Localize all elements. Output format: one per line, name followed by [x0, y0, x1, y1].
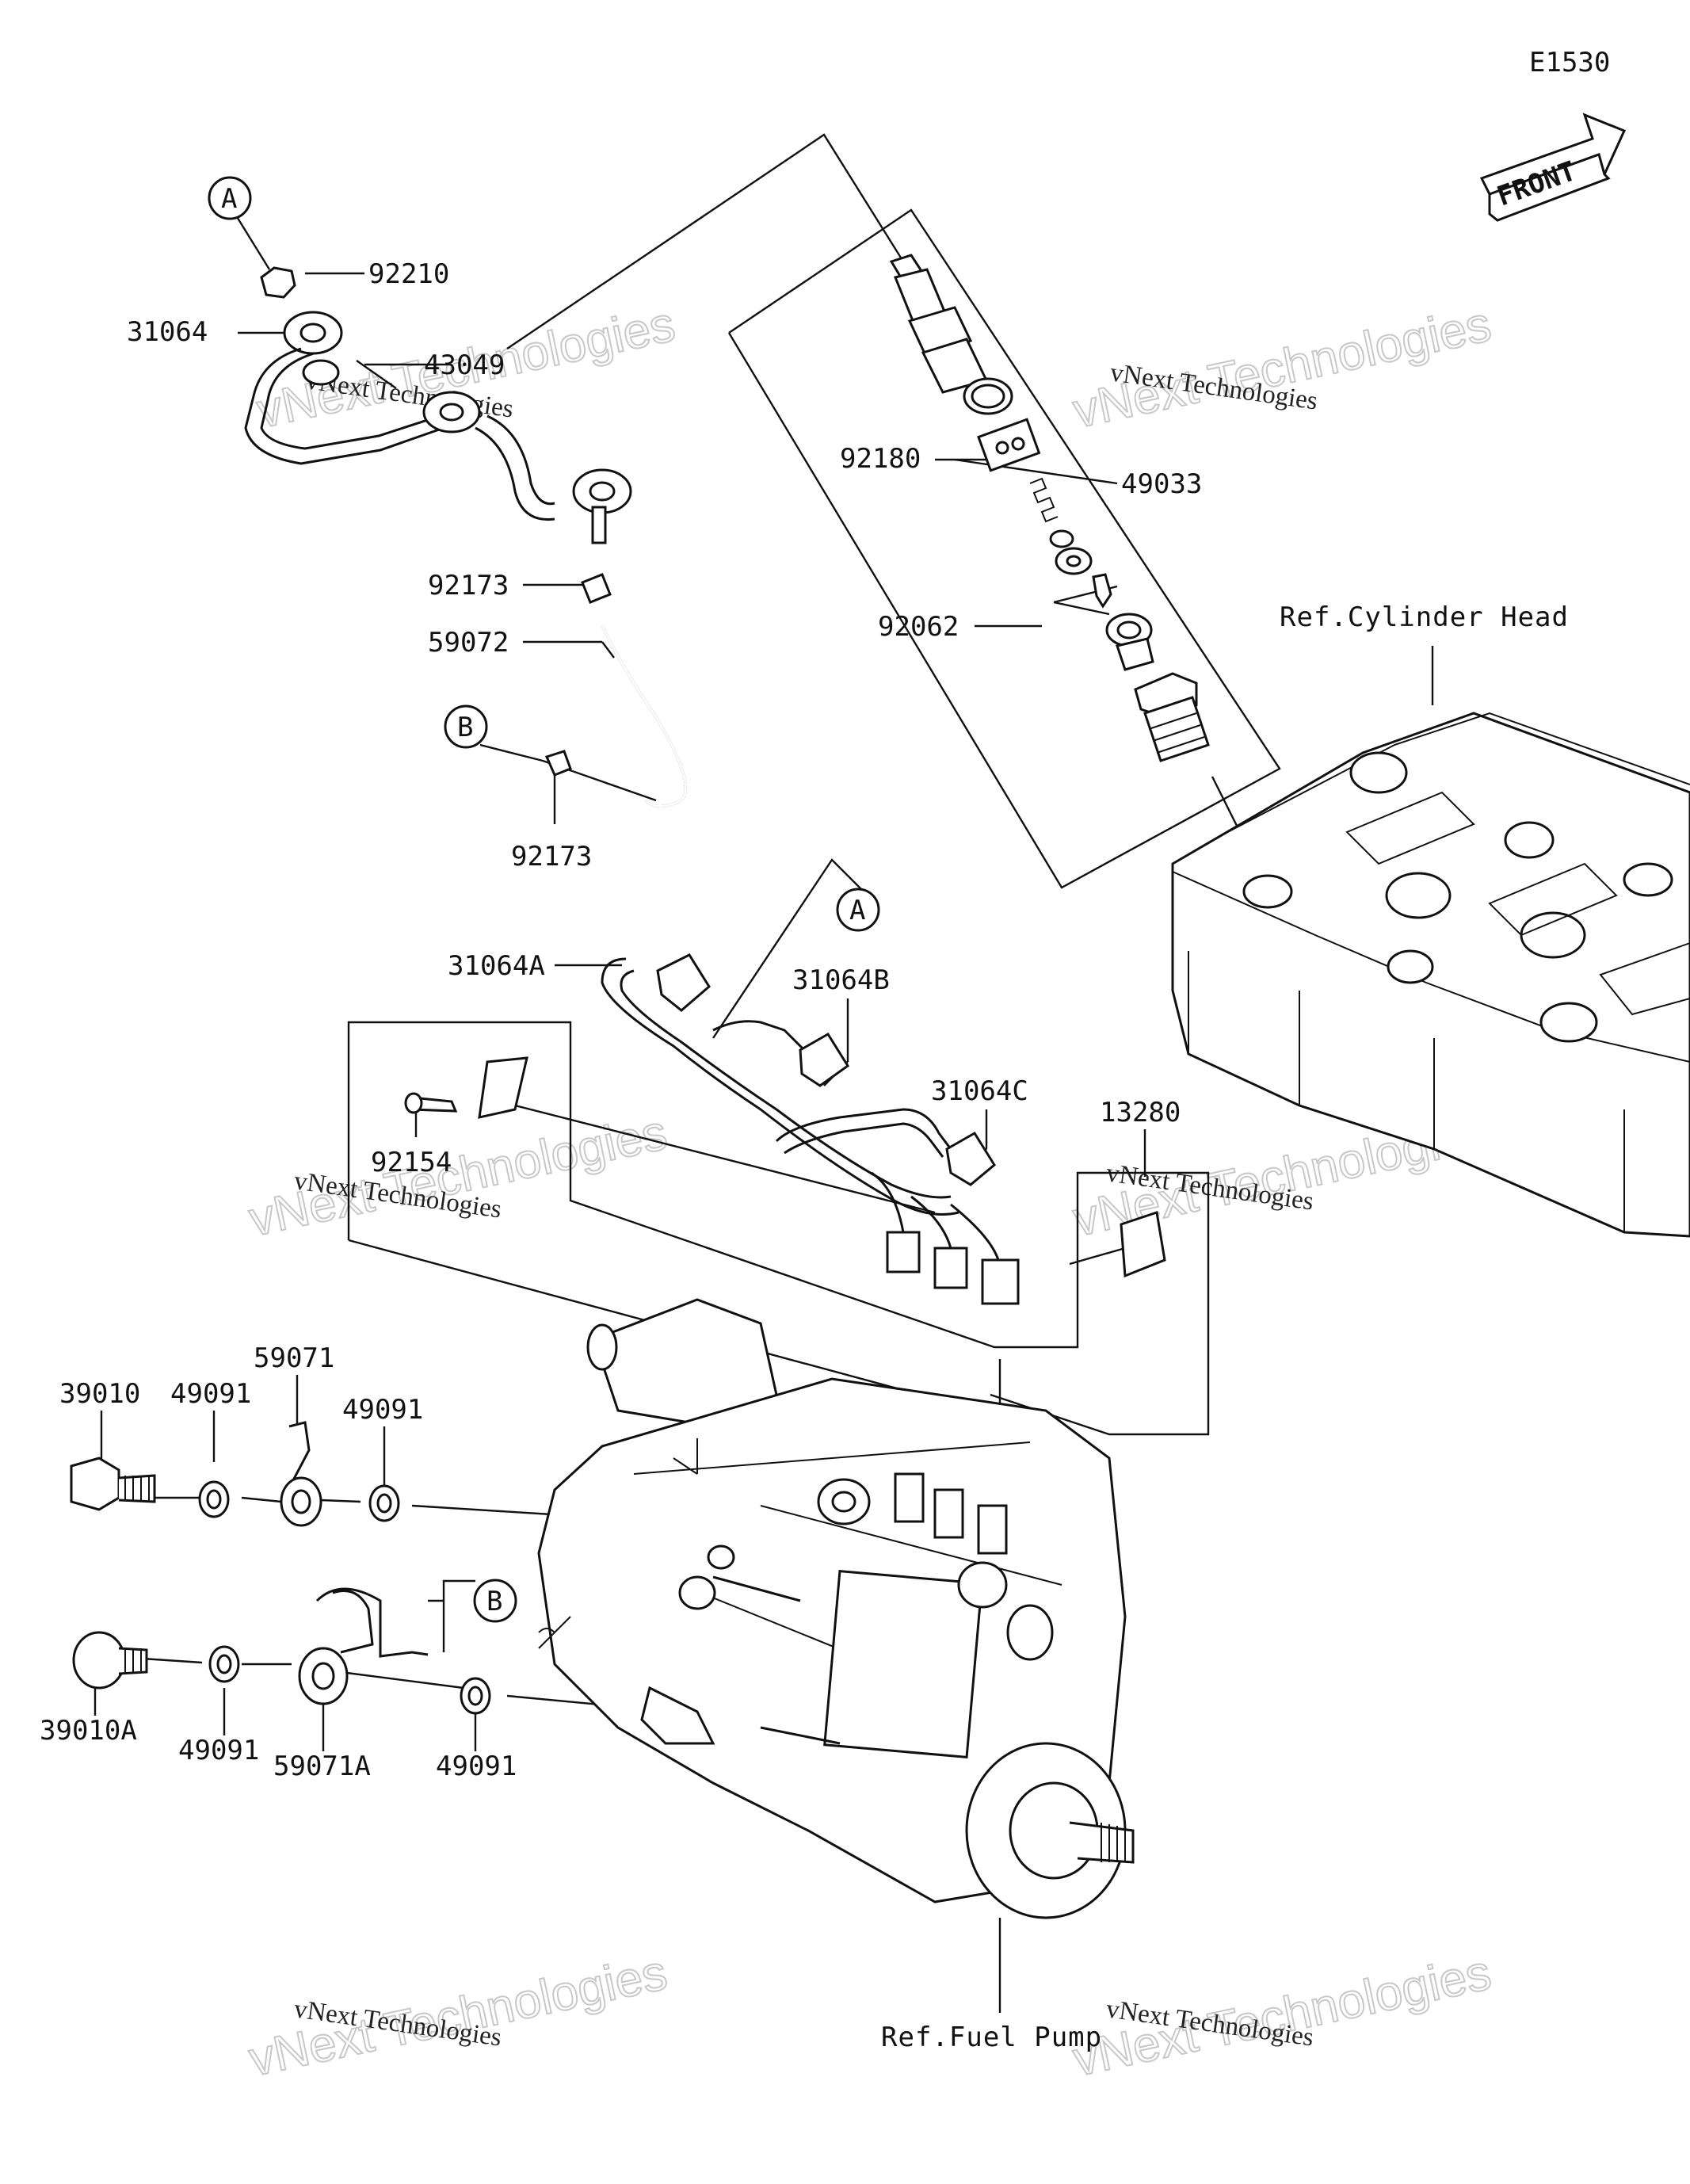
label-49091-2: 49091	[342, 1394, 423, 1426]
injection-pipes	[404, 953, 1166, 1305]
watermark-top-right: vNext Technologies vNext Technologies	[1068, 296, 1497, 440]
label-49033: 49033	[1121, 468, 1202, 500]
watermark-mid-left: vNext Technologies vNext Technologies	[244, 1105, 673, 1248]
bolt-39010a-icon	[72, 1631, 126, 1690]
return-pipe-assembly	[244, 266, 687, 808]
clip-92173-b-icon	[544, 750, 572, 777]
label-92173-b: 92173	[511, 841, 592, 872]
clip-92173-icon	[581, 573, 612, 604]
ref-cylinder-head: Ref.Cylinder Head	[1280, 601, 1569, 633]
label-49091-1: 49091	[170, 1378, 251, 1410]
label-92154: 92154	[371, 1147, 452, 1178]
ref-marker-label: A	[221, 183, 237, 215]
clamp-13280-icon	[1120, 1211, 1166, 1278]
label-59072: 59072	[428, 627, 509, 659]
injector-assembly	[889, 254, 1210, 762]
watermark-bottom-right: vNext Technologies vNext Technologies	[1068, 1945, 1497, 2088]
ref-marker-a-mid: A	[836, 888, 880, 932]
watermark-bottom-left: vNext Technologies vNext Technologies	[244, 1945, 673, 2088]
clamp-plate-icon	[478, 1056, 528, 1119]
ref-marker-label: A	[849, 895, 865, 926]
cylinder-head	[1171, 712, 1690, 1238]
spring-icon	[1029, 477, 1059, 523]
label-31064c: 31064C	[931, 1075, 1028, 1107]
diagram-code: E1530	[1529, 47, 1610, 78]
shim-pack-92180-icon	[977, 418, 1041, 472]
fuel-pump	[537, 1298, 1135, 1919]
label-59071: 59071	[254, 1342, 334, 1374]
ref-marker-b-low: B	[473, 1579, 517, 1623]
pipe-31064b-nut-icon	[799, 1032, 850, 1087]
label-31064a: 31064A	[448, 950, 545, 982]
ref-marker-a-top: A	[208, 176, 252, 220]
label-92180: 92180	[840, 443, 921, 475]
label-92210: 92210	[368, 258, 449, 290]
label-92173-top: 92173	[428, 570, 509, 601]
label-39010a: 39010A	[40, 1715, 137, 1747]
label-31064b: 31064B	[792, 964, 890, 996]
ref-fuel-pump: Ref.Fuel Pump	[881, 2022, 1102, 2053]
ref-marker-b-top: B	[444, 704, 488, 749]
label-49091-3: 49091	[178, 1735, 259, 1766]
pipe-31064c-nut-icon	[945, 1131, 996, 1186]
part-labels: 92210 31064 43049 92173 59072 92173 9218…	[40, 258, 1202, 1782]
label-49091-4: 49091	[436, 1751, 517, 1782]
label-13280: 13280	[1100, 1097, 1181, 1128]
needle-icon	[1092, 573, 1112, 609]
nut-92210-icon	[260, 266, 296, 299]
label-39010: 39010	[59, 1378, 140, 1410]
label-43049: 43049	[424, 349, 505, 381]
pipe-31064a-nut-icon	[656, 953, 711, 1012]
bolt-39010-icon	[70, 1457, 120, 1511]
front-arrow-icon: FRONT	[1479, 113, 1627, 222]
label-59071a: 59071A	[273, 1751, 371, 1782]
label-92062: 92062	[878, 611, 959, 643]
washer-43049-icon	[302, 359, 340, 386]
ref-marker-label: B	[457, 712, 473, 743]
label-31064: 31064	[127, 316, 208, 348]
ref-marker-label: B	[486, 1586, 502, 1617]
banjo-fittings	[70, 1421, 491, 1715]
